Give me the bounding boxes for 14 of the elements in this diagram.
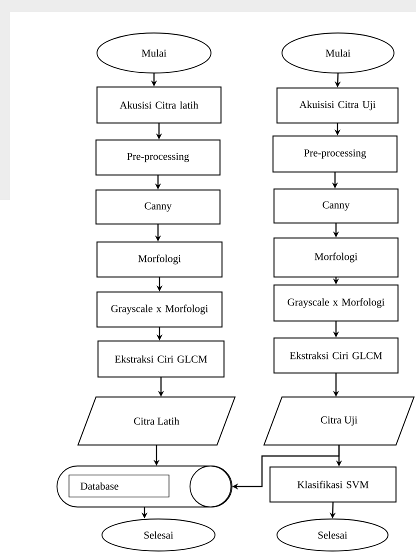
process-box: Klasifikasi SVM bbox=[270, 466, 396, 502]
process-box: Morfologi bbox=[96, 242, 222, 278]
process-box: Canny bbox=[274, 188, 398, 224]
process-box: Pre-processing bbox=[272, 136, 398, 172]
process-box: Ekstraksi Ciri GLCM bbox=[274, 338, 398, 374]
process-box: Grayscale x Morfologi bbox=[274, 284, 398, 322]
process-box: Morfologi bbox=[274, 238, 398, 278]
process-box: Ekstraksi Ciri GLCM bbox=[98, 340, 224, 378]
process-box: Akuisisi Citra Uji bbox=[276, 88, 398, 124]
process-box: Akusisi Citra latih bbox=[96, 86, 222, 124]
database-cylinder: Database bbox=[56, 466, 232, 508]
process-box: Pre-processing bbox=[96, 140, 220, 176]
process-box: Canny bbox=[96, 190, 220, 224]
process-box: Grayscale x Morfologi bbox=[96, 292, 222, 328]
